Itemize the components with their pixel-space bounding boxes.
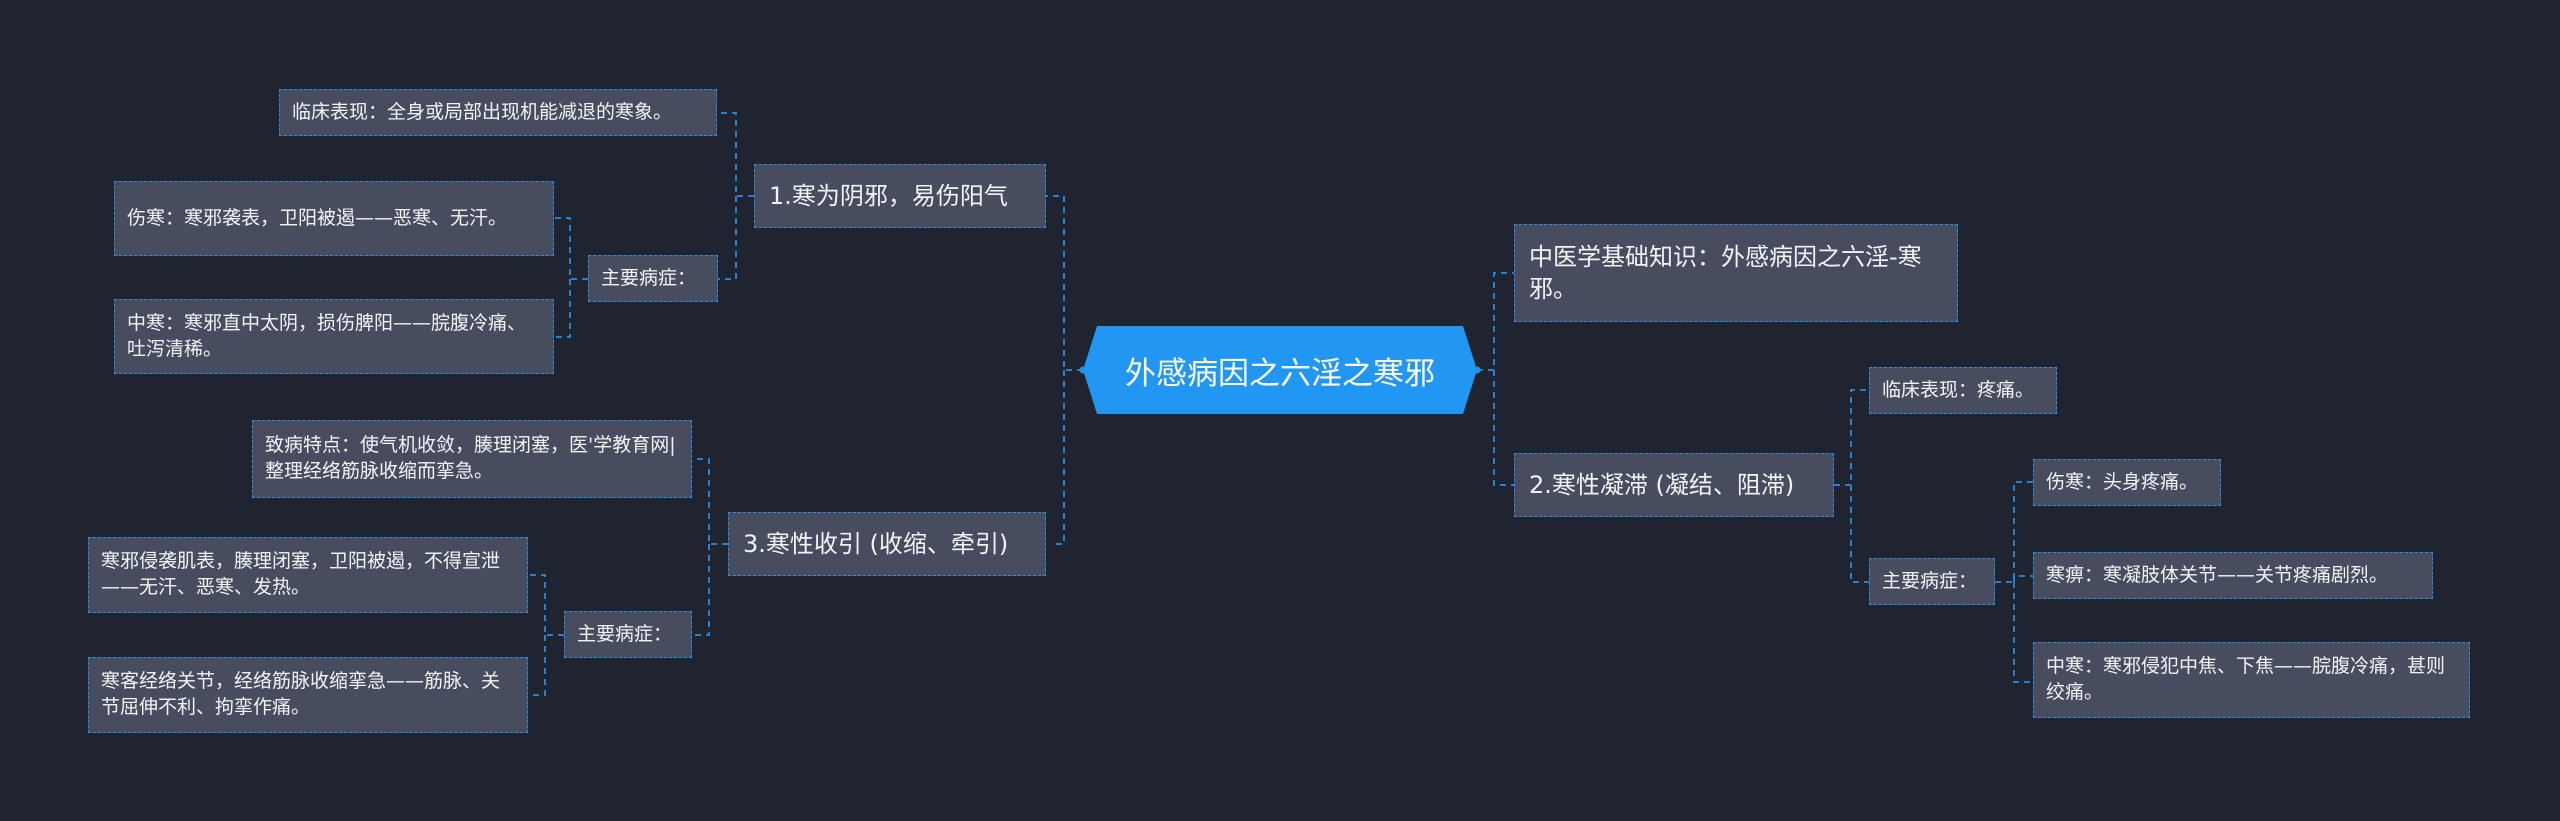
central-topic[interactable]: 外感病因之六淫之寒邪: [1083, 326, 1477, 414]
b1-main-symptoms-label[interactable]: 主要病症：: [588, 255, 718, 302]
b3-symptom-surface[interactable]: 寒邪侵袭肌表，腠理闭塞，卫阳被遏，不得宣泄——无汗、恶寒、发热。: [88, 537, 528, 613]
b2-symptom-shanghan[interactable]: 伤寒：头身疼痛。: [2033, 459, 2221, 506]
b1-symptom-shanghan[interactable]: 伤寒：寒邪袭表，卫阳被遏——恶寒、无汗。: [114, 181, 554, 256]
branch-cold-stagnation[interactable]: 2.寒性凝滞 (凝结、阻滞): [1514, 453, 1834, 517]
b2-main-symptoms-label[interactable]: 主要病症：: [1869, 558, 1995, 605]
b1-symptom-zhonghan[interactable]: 中寒：寒邪直中太阴，损伤脾阳——脘腹冷痛、吐泻清稀。: [114, 299, 554, 374]
b3-pathogenic-feature[interactable]: 致病特点：使气机收敛，腠理闭塞，医'学教育网|整理经络筋脉收缩而挛急。: [252, 420, 692, 498]
b1-clinical-manifestation[interactable]: 临床表现：全身或局部出现机能减退的寒象。: [279, 89, 717, 136]
b2-clinical-manifestation[interactable]: 临床表现：疼痛。: [1869, 367, 2057, 414]
b2-symptom-hanbi[interactable]: 寒痹：寒凝肢体关节——关节疼痛剧烈。: [2033, 552, 2433, 599]
branch-cold-yin-evil[interactable]: 1.寒为阴邪，易伤阳气: [754, 164, 1046, 228]
branch-cold-contracting[interactable]: 3.寒性收引 (收缩、牵引): [728, 512, 1046, 576]
b3-symptom-joints[interactable]: 寒客经络关节，经络筋脉收缩挛急——筋脉、关节屈伸不利、拘挛作痛。: [88, 657, 528, 733]
b2-symptom-zhonghan[interactable]: 中寒：寒邪侵犯中焦、下焦——脘腹冷痛，甚则绞痛。: [2033, 642, 2470, 718]
b3-main-symptoms-label[interactable]: 主要病症：: [564, 611, 692, 658]
branch-basic-knowledge[interactable]: 中医学基础知识：外感病因之六淫-寒邪。: [1514, 224, 1958, 322]
